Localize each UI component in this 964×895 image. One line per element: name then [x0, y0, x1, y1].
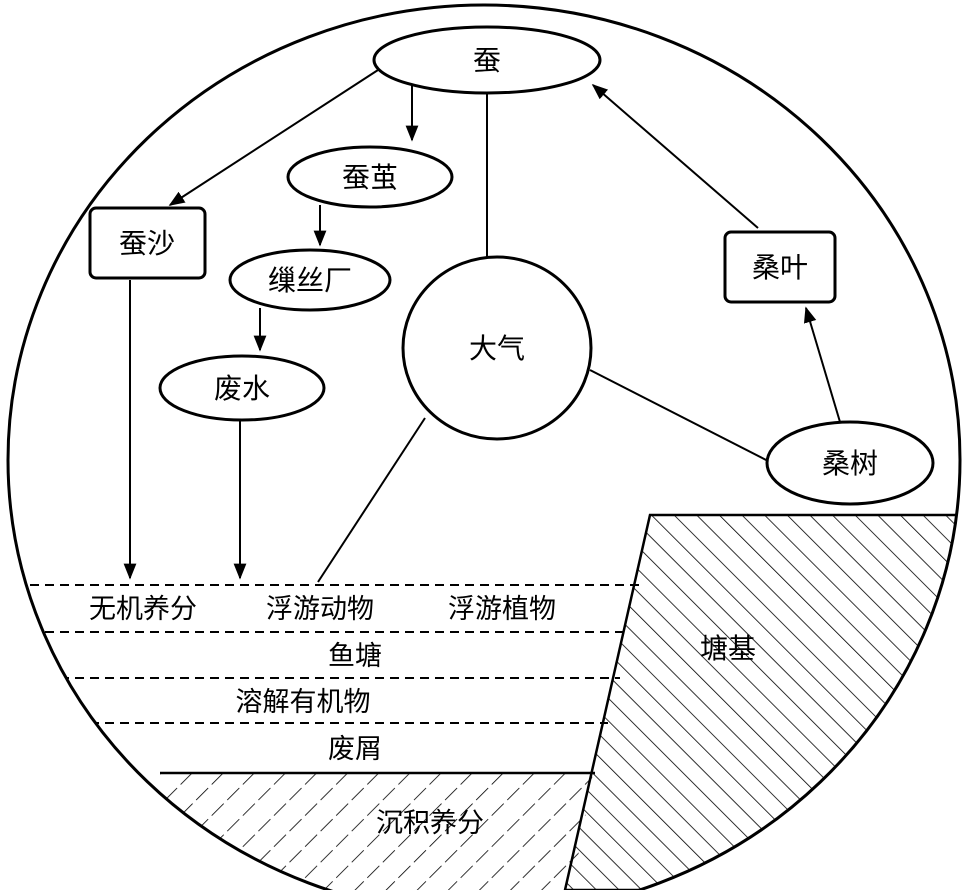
- silk-factory-label: 缫丝厂: [268, 264, 352, 297]
- node-silkworm-feces: 蚕沙: [88, 206, 207, 280]
- cocoon-label: 蚕茧: [342, 161, 398, 194]
- arrow-silkworm-to-feces: [168, 69, 379, 206]
- dissolved-organic-label: 溶解有机物: [236, 687, 371, 718]
- ecosystem-boundary: [6, 3, 962, 895]
- link-atmosphere-pond: [317, 417, 426, 583]
- node-silkworm: 蚕: [372, 25, 602, 95]
- node-silk-factory: 缫丝厂: [228, 248, 392, 312]
- silkworm-feces-label: 蚕沙: [119, 227, 175, 260]
- node-mulberry-leaf: 桑叶: [723, 230, 837, 304]
- silk-factory-oval: [228, 248, 392, 312]
- arrow-tree-to-leaf: [803, 306, 841, 423]
- atmosphere-circle: [401, 255, 593, 441]
- silkworm-oval: [372, 25, 602, 95]
- connectors: [123, 69, 841, 583]
- mulberry-leaf-box: [723, 230, 837, 304]
- sediment-zone: [160, 773, 593, 890]
- inorganic-nutrients-label: 无机养分: [89, 594, 197, 625]
- atmosphere-label: 大气: [469, 332, 525, 365]
- silkworm-feces-box: [88, 206, 207, 280]
- fish-pond-label: 鱼塘: [328, 641, 382, 672]
- pond-labels: 无机养分 浮游动物 浮游植物 鱼塘 溶解有机物 废屑 沉积养分 塘基: [89, 594, 756, 839]
- mulberry-tree-oval: [765, 420, 935, 506]
- node-cocoon: 蚕茧: [286, 145, 454, 209]
- node-wastewater: 废水: [158, 354, 326, 422]
- node-atmosphere: 大气: [401, 255, 593, 441]
- sediment-nutrients-label: 沉积养分: [376, 808, 484, 839]
- arrow-leaf-to-silkworm: [591, 83, 759, 229]
- debris-label: 废屑: [328, 734, 382, 765]
- phytoplankton-label: 浮游植物: [448, 594, 556, 625]
- silkworm-label: 蚕: [473, 44, 501, 77]
- cocoon-oval: [286, 145, 454, 209]
- node-mulberry-tree: 桑树: [765, 420, 935, 506]
- link-atmosphere-tree: [589, 369, 771, 463]
- wastewater-oval: [158, 354, 326, 422]
- zooplankton-label: 浮游动物: [266, 594, 374, 625]
- pond-dike-shape: [563, 513, 960, 892]
- wastewater-label: 废水: [214, 372, 270, 405]
- mulberry-leaf-label: 桑叶: [752, 251, 808, 284]
- mulberry-tree-label: 桑树: [822, 447, 878, 480]
- pond-dike-label: 塘基: [700, 632, 756, 665]
